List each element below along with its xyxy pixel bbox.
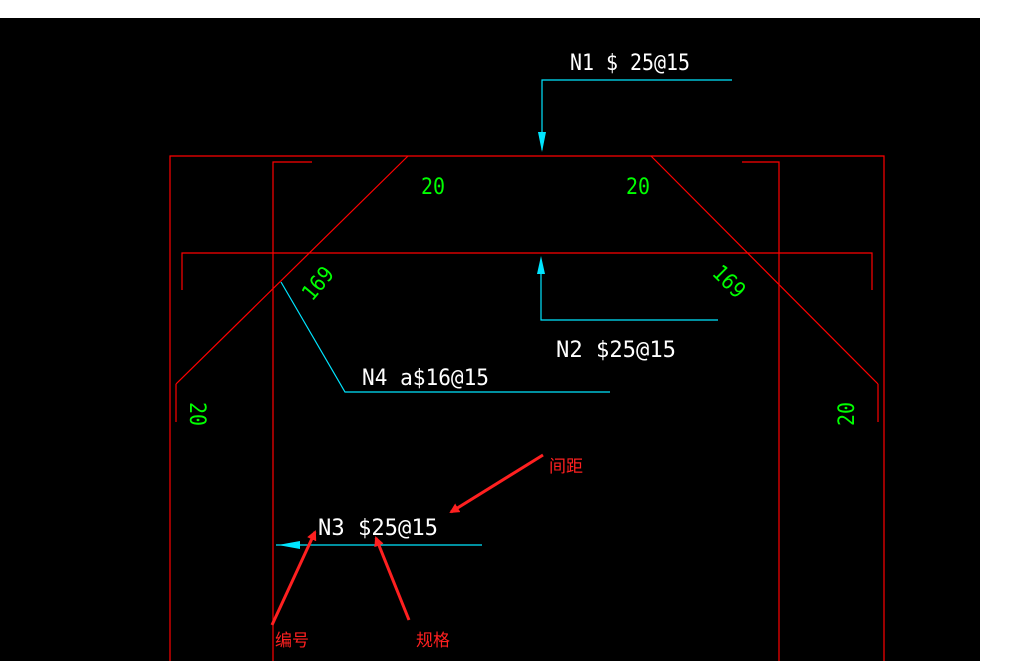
label-n2: N2 $25@15 <box>556 338 676 363</box>
label-n1: N1 $ 25@15 <box>570 51 690 76</box>
note-spec: 规格 <box>416 631 450 651</box>
annotation-texts: 间距 编号 规格 <box>275 457 583 651</box>
leader-n1 <box>541 79 732 150</box>
left-inner-wall <box>272 161 312 661</box>
leader-lines <box>276 79 732 546</box>
dim-diag-right: 169 <box>707 261 750 304</box>
dim-side-left: 20 <box>184 402 209 426</box>
dim-diag-left: 169 <box>297 262 339 306</box>
leader-n4 <box>280 281 610 393</box>
leader-arrows <box>278 132 546 549</box>
arrow-n2 <box>537 256 545 274</box>
note-spacing: 间距 <box>549 457 583 477</box>
annotation-arrows <box>270 453 544 626</box>
dimension-texts: 20 20 169 169 20 20 <box>184 175 860 426</box>
outer-outline <box>169 155 885 661</box>
note-number: 编号 <box>275 631 309 651</box>
right-inner-wall <box>742 161 780 661</box>
inner-top-outline <box>181 252 873 290</box>
arrow-spec <box>374 536 411 621</box>
arrow-number <box>270 530 317 626</box>
leader-n2 <box>540 262 718 321</box>
dim-top-left: 20 <box>421 175 445 200</box>
arrow-n3 <box>278 541 300 549</box>
left-diagonal <box>175 155 409 385</box>
right-diagonal <box>650 155 879 385</box>
label-n4: N4 a$16@15 <box>362 366 489 391</box>
arrow-n1 <box>538 132 546 152</box>
dim-side-right: 20 <box>835 402 860 426</box>
label-n3: N3 $25@15 <box>318 516 438 541</box>
dim-top-right: 20 <box>626 175 650 200</box>
section-outline <box>169 155 885 661</box>
bar-labels: N1 $ 25@15 N2 $25@15 N4 a$16@15 N3 $25@1… <box>318 51 690 541</box>
cad-drawing-canvas <box>0 18 980 661</box>
arrow-spacing <box>449 453 544 514</box>
